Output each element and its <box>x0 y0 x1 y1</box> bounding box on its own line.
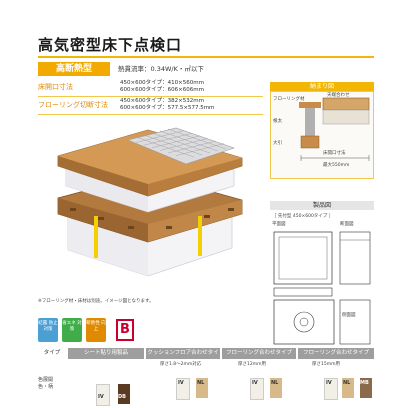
install-note: 根太 <box>273 119 282 124</box>
thermal-spec: 熱貫流率：0.34W/K・㎡以下 <box>118 65 204 73</box>
install-heading: 納まり図 <box>270 82 374 91</box>
spec-divider <box>38 96 263 97</box>
feature-badge-energy: 省エネ 対策 <box>62 318 82 342</box>
drawing-subtitle: ［ 先付型 450×600タイプ ］ <box>272 214 334 219</box>
image-caption: ※フローリング材・床材は別途。イメージ図となります。 <box>38 299 154 304</box>
grade-b-badge: B <box>116 319 134 341</box>
type-label: タイプ <box>38 348 66 359</box>
page-title: 高気密型床下点検口 <box>38 36 183 54</box>
side-view-label: 側面図 <box>342 313 356 318</box>
section-view-label: 断面図 <box>340 222 354 227</box>
swatch-label: IV <box>252 380 258 386</box>
flooring-cut-label: フローリング切断寸法 <box>38 101 108 109</box>
install-note: 大引 <box>273 141 282 146</box>
swatch-iv <box>176 378 190 400</box>
col-flooring-12: フローリング合わせタイプ <box>222 348 296 359</box>
swatch-nl <box>342 378 354 398</box>
col-flooring-15: フローリング合わせタイプ <box>298 348 374 359</box>
swatch-label: MB <box>360 380 369 386</box>
col-flooring-12-sub: 厚さ12mm用 <box>238 362 266 367</box>
swatch-db <box>118 384 130 404</box>
category-badge: 高断熱型 <box>38 62 110 76</box>
col-cushion: クッションフロア合わせタイプ <box>146 348 220 367</box>
swatch-nl <box>270 378 282 398</box>
swatch-label: NL <box>197 380 205 386</box>
plan-view-label: 平面図 <box>272 222 286 227</box>
col-flooring-15-sub: 厚さ15mm用 <box>312 362 340 367</box>
swatch-label: NL <box>343 380 351 386</box>
spec-divider <box>38 114 263 115</box>
title-rule <box>38 56 374 58</box>
flooring-cut-value: 450×600タイプ：382×532mm <box>120 98 204 104</box>
opening-size-value: 450×600タイプ：410×560mm <box>120 80 204 86</box>
swatch-label: IV <box>98 394 104 400</box>
opening-size-values: 450×600タイプ：410×560mm 600×600タイプ：606×606m… <box>120 80 204 94</box>
swatch-label: IV <box>326 380 332 386</box>
install-diagram: 天端合わせ フローリング材 根太 大引 床開口寸法 最大550mm <box>270 91 374 179</box>
flooring-cut-value: 600×600タイプ：577.5×577.5mm <box>120 105 215 111</box>
feature-badge-condensation: 結露 防止対策 <box>38 318 58 342</box>
col-cushion-sub: 厚さ1.8〜2mm対応 <box>160 362 202 367</box>
swatch-iv <box>324 378 338 400</box>
install-note: 床開口寸法 <box>323 151 346 156</box>
install-note: 最大550mm <box>323 163 350 168</box>
swatch-label: NL <box>271 380 279 386</box>
install-note: フローリング材 <box>273 97 305 102</box>
install-drawing <box>299 97 370 161</box>
col-sheet: シート貼り用製品 <box>68 348 144 359</box>
opening-size-label: 床開口寸法 <box>38 83 73 91</box>
product-drawing <box>273 231 371 345</box>
drawing-heading: 製品図 <box>270 201 374 210</box>
swatch-iv <box>96 384 110 406</box>
swatch-iv <box>250 378 264 400</box>
color-label: 色展開 色・柄 <box>38 377 54 390</box>
swatch-nl <box>196 378 208 398</box>
product-illustration <box>57 127 243 277</box>
opening-size-value: 600×600タイプ：606×606mm <box>120 87 204 93</box>
swatch-label: IV <box>178 380 184 386</box>
feature-badge-insulation: 断熱性 向上 <box>86 318 106 342</box>
swatch-label: DB <box>118 394 126 400</box>
flooring-cut-values: 450×600タイプ：382×532mm 600×600タイプ：577.5×57… <box>120 98 214 112</box>
type-table-header: タイプ シート貼り用製品 クッションフロア合わせタイプ フローリング合わせタイプ… <box>38 348 374 367</box>
install-note: 天端合わせ <box>327 93 350 98</box>
swatch-mb <box>360 378 372 398</box>
